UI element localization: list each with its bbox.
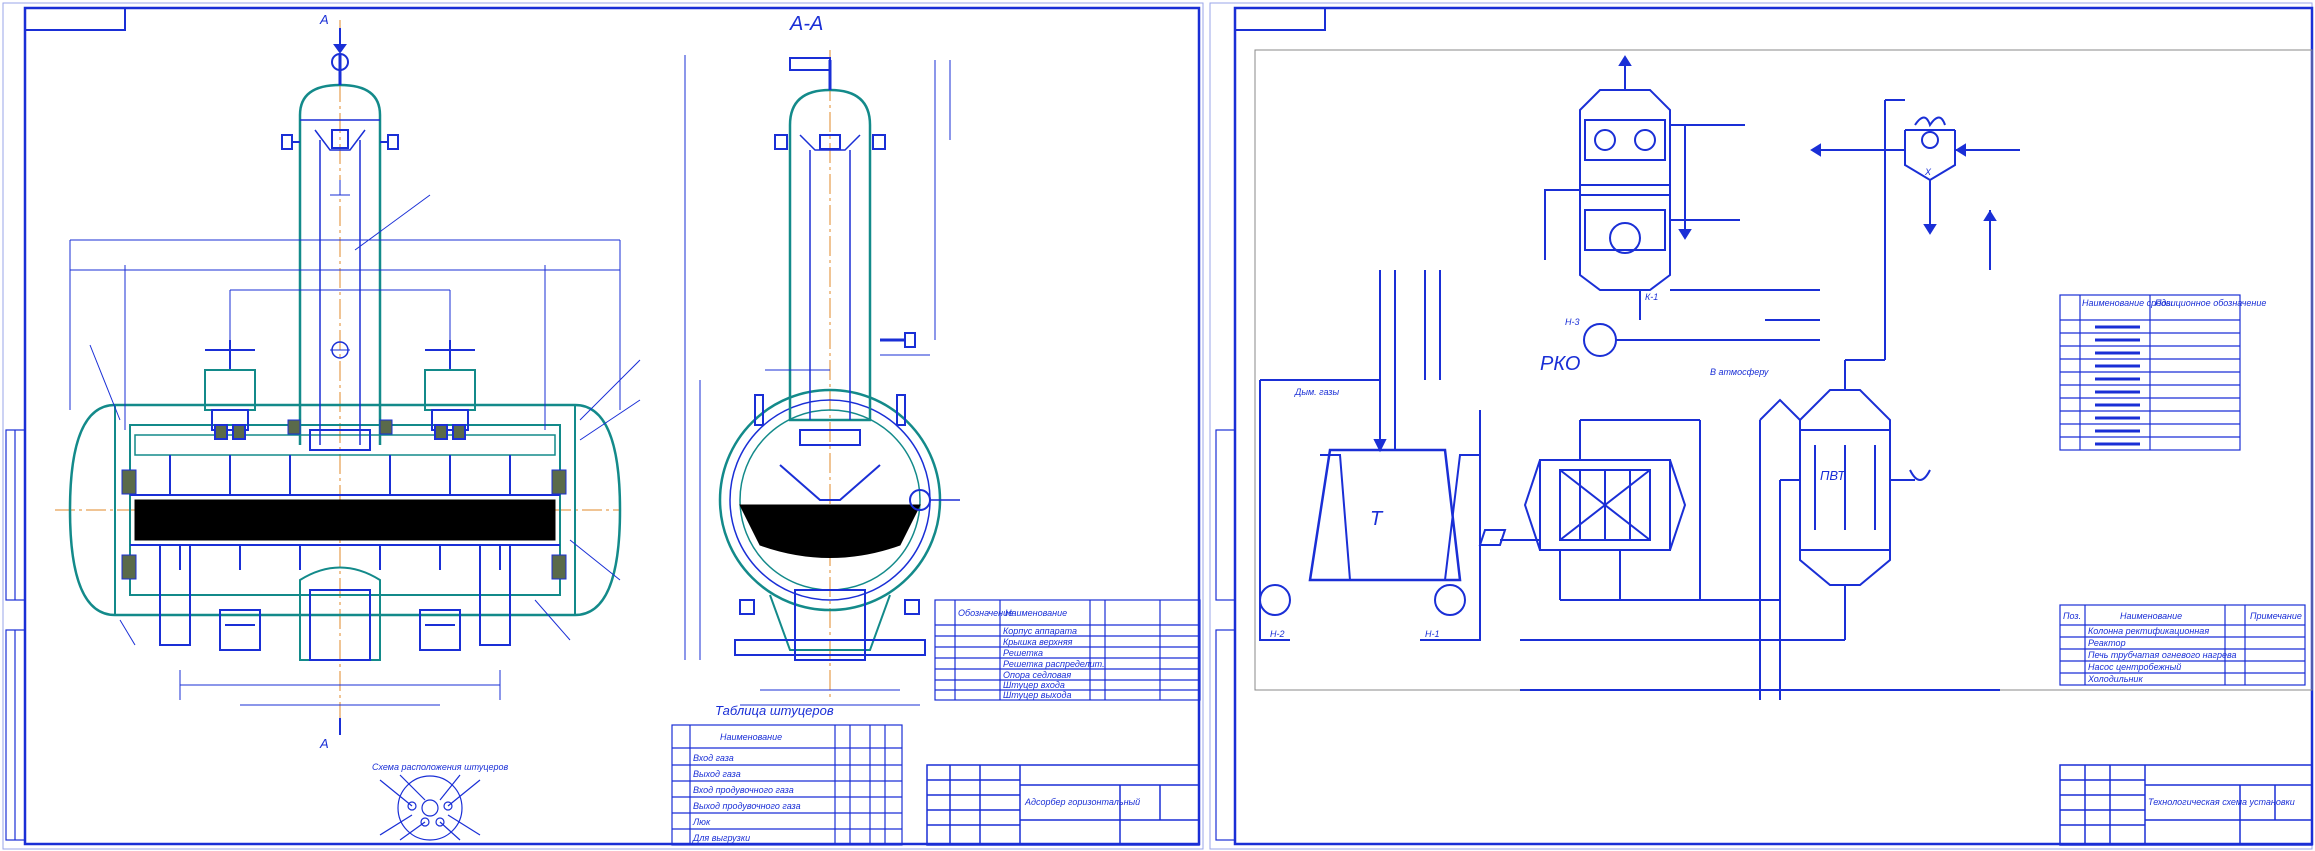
vessel-side-view [684, 50, 960, 706]
cooler-x [1810, 99, 2020, 270]
equipment-table [2059, 604, 2306, 686]
right-title-block [2059, 764, 2313, 846]
spec-row-7: Штуцер выхода [1003, 690, 1071, 700]
nozzle-table [671, 724, 903, 846]
flue-gas-label: Дым. газы [1294, 387, 1339, 397]
to-atmosphere-label: В атмосферу [1710, 367, 1769, 377]
furnace-label: Т [1370, 508, 1384, 530]
left-flange-pad [121, 469, 137, 495]
left-column-nozzle [281, 134, 293, 150]
nozzle-row-4: Выход продувочного газа [693, 801, 801, 811]
bottom-supports [159, 544, 511, 661]
equipment-header-note: Примечание [2250, 611, 2302, 621]
right-title-block-text: Технологическая схема установки [2148, 797, 2295, 807]
bed-supports [169, 455, 511, 570]
left-valve-assembly [204, 340, 256, 440]
nozzle-row-3: Вход продувочного газа [693, 785, 794, 795]
medium-spec-table [2059, 294, 2241, 451]
left-sheet [2, 2, 1204, 850]
pump-h1 [1434, 584, 1466, 616]
section-label: А-А [789, 13, 823, 35]
inner-basket [129, 424, 561, 596]
scheme-area [1254, 49, 2313, 691]
nozzle-layout-title: Схема расположения штуцеров [372, 762, 509, 772]
equipment-row-3: Печь трубчатая огневого нагрева [2088, 650, 2237, 660]
nozzle-row-2: Выход газа [693, 769, 741, 779]
spec-row-1: Корпус аппарата [1003, 626, 1077, 636]
right-sheet-corner-stamp [1234, 7, 1326, 31]
section-mark-top-label: А [319, 12, 329, 27]
right-valve-assembly [424, 340, 476, 440]
spec-header-designation: Обозначение [958, 608, 1013, 618]
column-label: К-1 [1645, 292, 1658, 302]
pump-h3-label: Н-3 [1565, 317, 1580, 327]
side-column [788, 88, 872, 422]
equipment-row-4: Насос центробежный [2088, 662, 2181, 672]
spec-table [934, 599, 1201, 701]
spec-row-4: Решетка распределит. [1003, 659, 1105, 669]
pump-h2 [1259, 584, 1291, 616]
nozzle-table-title: Таблица штуцеров [715, 703, 834, 718]
right-column-nozzle [387, 134, 399, 150]
furnace [1259, 270, 1481, 641]
heat-exchanger-label: ПВТ [1820, 468, 1846, 483]
heat-exchanger-pvt [1520, 150, 2000, 700]
spec-row-2: Крышка верхняя [1003, 637, 1073, 647]
equipment-header-pos: Поз. [2063, 611, 2081, 621]
spec-row-5: Опора седловая [1003, 670, 1071, 680]
right-sheet [1209, 2, 2314, 850]
equipment-row-2: Реактор [2088, 638, 2126, 648]
pump-h1-label: Н-1 [1425, 629, 1440, 639]
reactor-pko [1478, 419, 1780, 601]
section-mark-bottom-label: А [319, 736, 329, 751]
left-sheet-corner-stamp [24, 7, 126, 31]
medium-header-designation: Позиционное обозначение [2155, 298, 2266, 308]
nozzle-row-1: Вход газа [693, 753, 734, 763]
nozzle-row-5: Люк [692, 817, 711, 827]
equipment-row-1: Колонна ректификационная [2088, 626, 2209, 636]
adsorbent-bed [134, 499, 556, 541]
spec-row-6: Штуцер входа [1003, 680, 1065, 690]
top-lifting-lug [331, 53, 349, 71]
side-top-nozzle [789, 57, 831, 71]
nozzle-row-6: Для выгрузки [692, 833, 750, 843]
left-sheet-outer-border [2, 2, 1204, 850]
left-sheet-frame [23, 6, 1201, 846]
front-dimensions [69, 180, 641, 706]
right-side-strip [1215, 429, 1236, 841]
vessel-front-view [55, 20, 641, 735]
section-mark-top [333, 28, 347, 54]
left-title-block-text: Адсорбер горизонтальный [1024, 797, 1140, 807]
side-adsorbent-bed [739, 504, 921, 558]
cooler-label: Х [1924, 167, 1932, 177]
pump-h3 [1583, 323, 1617, 357]
spec-header-name: Наименование [1005, 608, 1067, 618]
pump-h2-label: Н-2 [1270, 629, 1285, 639]
right-flange-pad [551, 469, 567, 495]
equipment-header-name: Наименование [2120, 611, 2182, 621]
nozzle-layout-diagram [379, 774, 481, 841]
spec-row-3: Решетка [1003, 648, 1043, 658]
nozzle-table-header: Наименование [720, 732, 782, 742]
distillation-column [1544, 55, 1820, 357]
reactor-label: РКО [1540, 353, 1580, 375]
medium-header-name: Наименование среды [2082, 298, 2173, 308]
left-side-strip [5, 429, 26, 841]
left-title-block [926, 764, 1200, 846]
equipment-row-5: Холодильник [2087, 674, 2143, 684]
